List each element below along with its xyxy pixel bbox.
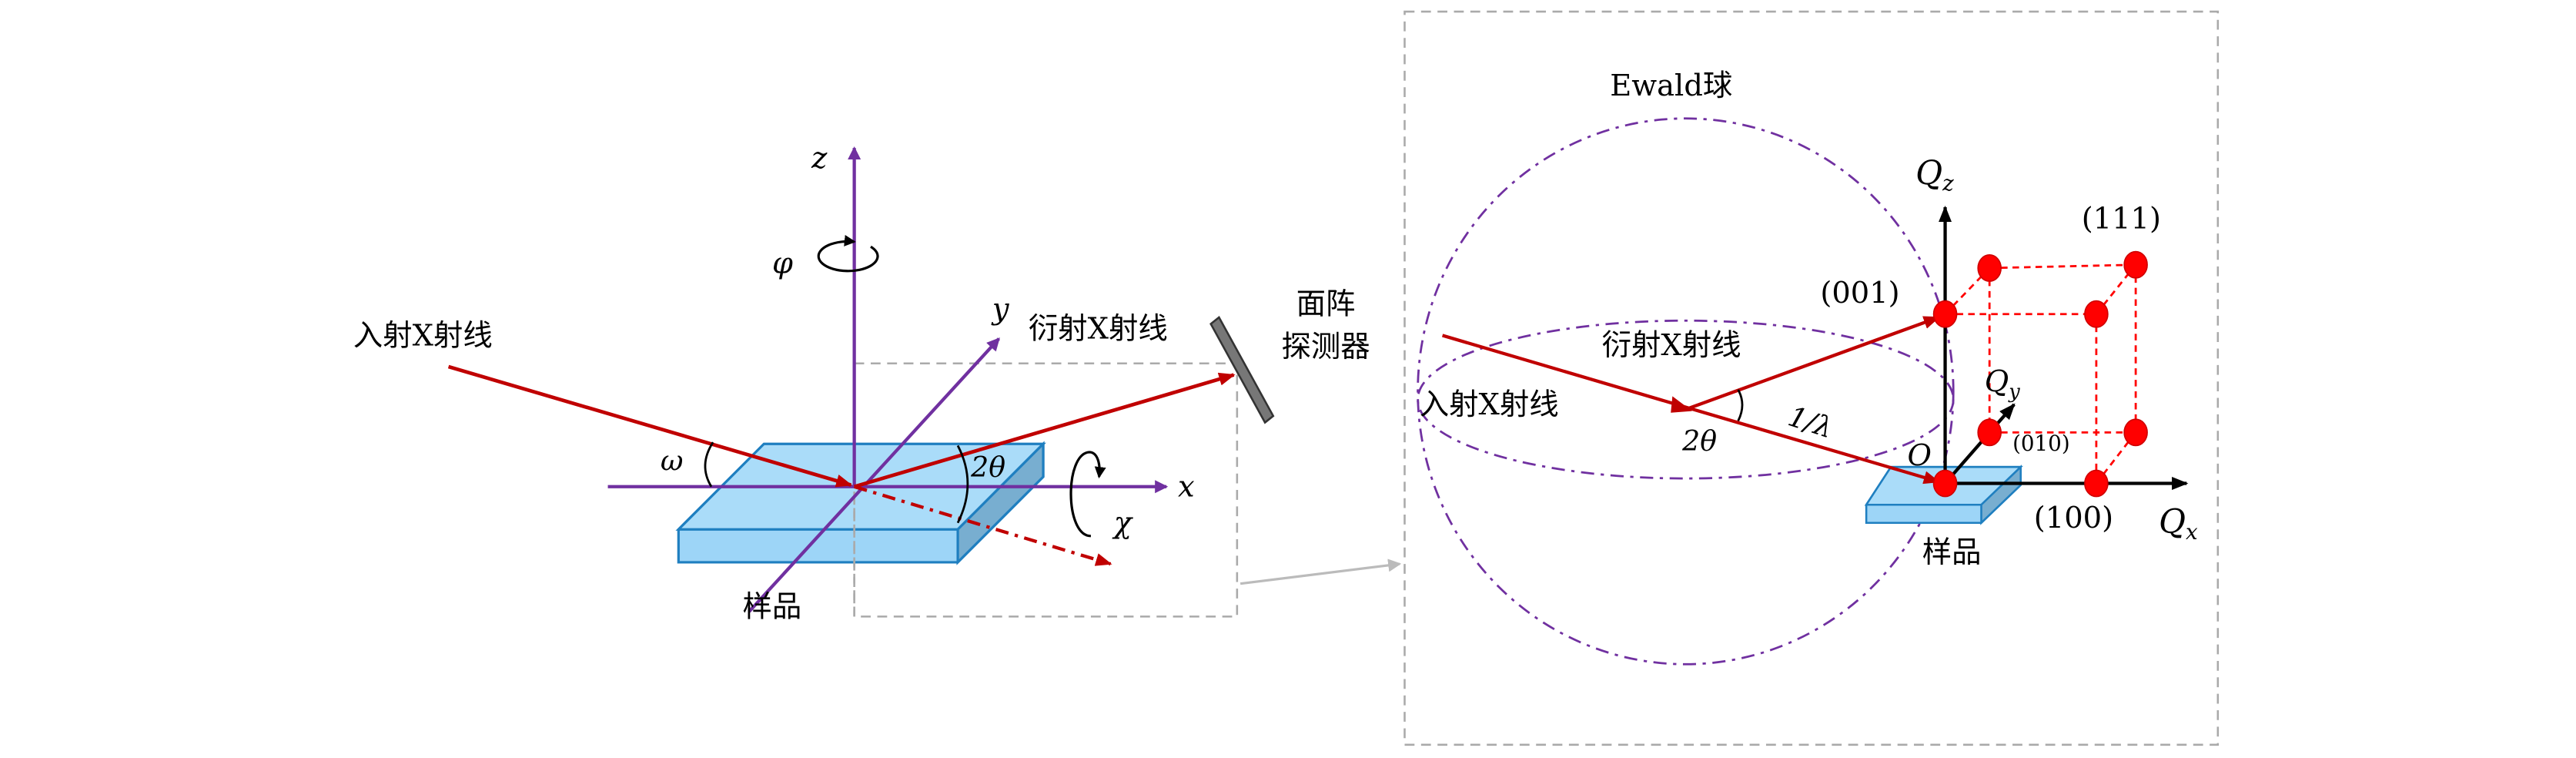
omega-arc [704,441,714,488]
lattice-point-001 [1932,300,1958,328]
diffracted-beam [853,372,1236,489]
two-theta-label: 2θ [970,451,1005,484]
chi-rotation-arrow-icon [1069,451,1106,538]
left-panel: z x y φ 入射X射线 衍射X射线 ω 2θ χ 面阵 探测器 样品 [353,141,1402,624]
qy-axis [1943,403,2016,485]
incident-beam-mid-arrow [1671,396,1692,413]
lattice-point-101 [2084,300,2109,328]
sample-slab [675,441,1046,565]
qx-label: Qx [2159,503,2198,545]
zoom-region-box [853,362,1239,618]
origin-label: O [1907,438,1932,473]
point-label-010: (010) [2012,431,2070,456]
right-panel: Ewald球 [1403,10,2220,746]
lattice-point-010 [1977,418,2002,447]
qz-label: Qz [1915,154,1954,196]
ewald-sphere [1417,117,1955,666]
lattice-point-100 [2084,469,2109,498]
detector-label-line1: 面阵 [1296,287,1356,322]
lattice-points [1932,250,2148,498]
diffracted-beam-ewald [1684,315,1941,411]
area-detector [1209,316,1275,424]
sample-label-ewald: 样品 [1922,535,1982,570]
qy-label: Qy [1985,364,2021,404]
incident-beam-label: 入射X射线 [353,318,493,353]
lattice-point-111 [2123,250,2148,279]
two-theta-arc-ewald [1737,389,1744,422]
z-axis-label: z [811,141,828,176]
phi-label: φ [772,246,793,280]
sample-label: 样品 [743,589,802,624]
reciprocal-lattice-cube [1944,263,2137,485]
two-theta-arc [956,444,969,524]
diffracted-beam-label-ewald: 衍射X射线 [1602,328,1741,363]
lattice-point-110 [2123,418,2148,447]
phi-rotation-arrow-icon [817,235,879,273]
point-label-111: (111) [2082,202,2161,236]
zoom-connector-arrow [1239,558,1402,585]
lattice-point-011 [1977,254,2002,282]
ewald-equator [1417,319,1955,480]
diffracted-beam-label: 衍射X射线 [1029,312,1168,347]
lattice-point-000 [1932,469,1958,498]
y-axis-label: y [991,292,1010,327]
incident-beam-label-ewald: 入射X射线 [1420,387,1559,422]
omega-label: ω [661,444,684,477]
detector-label-line2: 探测器 [1281,330,1370,364]
y-axis [748,337,1001,613]
chi-label: χ [1112,506,1134,541]
ewald-sphere-label: Ewald球 [1610,69,1732,103]
point-label-100: (100) [2034,501,2113,535]
incident-beam [447,364,853,488]
two-theta-label-ewald: 2θ [1681,424,1717,458]
x-axis-label: x [1178,470,1195,505]
point-label-001: (001) [1820,276,1899,310]
